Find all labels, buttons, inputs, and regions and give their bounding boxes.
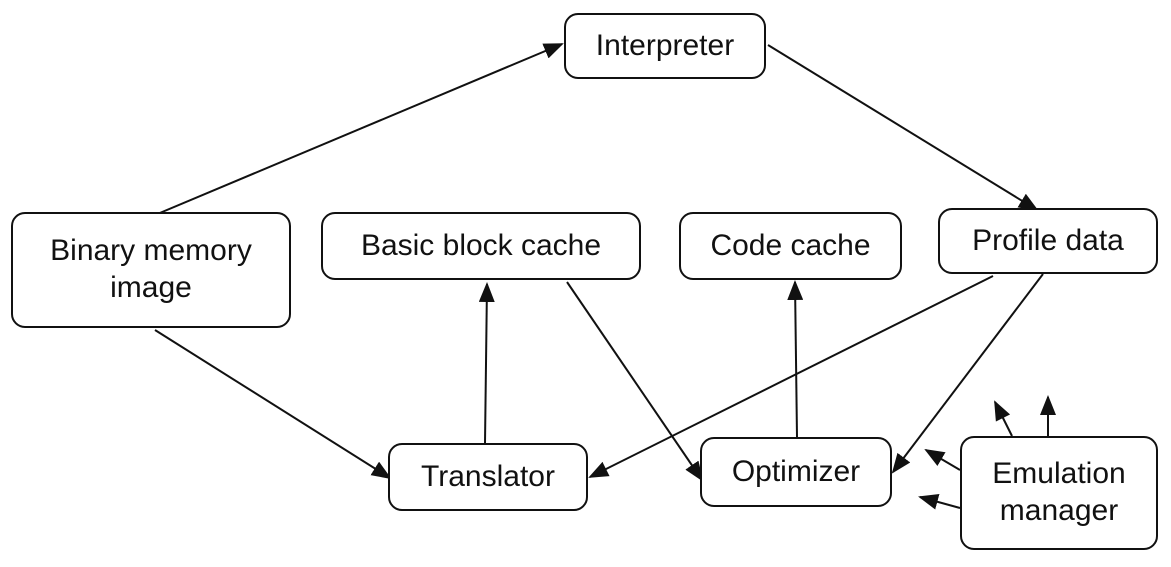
arrow-binary-to-translator [154, 329, 392, 480]
arrow-emulation-out-4 [918, 494, 961, 510]
arrow-optimizer-to-codecache [787, 280, 804, 438]
optimizer-label: Optimizer [731, 454, 861, 488]
interpreter-label: Interpreter [595, 28, 735, 62]
arrow-binary-to-interpreter [154, 43, 564, 216]
basic-block-cache-node: Basic block cache [321, 212, 641, 280]
translator-node: Translator [388, 443, 588, 511]
profile-data-node: Profile data [938, 208, 1158, 274]
profile-data-label: Profile data [972, 223, 1124, 257]
emulation-manager-label: Emulation manager [992, 457, 1126, 527]
binary-memory-image-label: Binary memory image [50, 234, 252, 304]
arrow-bbcache-to-optimizer [566, 281, 704, 482]
interpreter-node: Interpreter [564, 13, 766, 79]
code-cache-node: Code cache [679, 212, 902, 280]
arrow-translator-to-bbcache [478, 282, 495, 444]
basic-block-cache-label: Basic block cache [360, 228, 602, 262]
optimizer-node: Optimizer [700, 437, 892, 507]
arrow-interpreter-to-profile [767, 44, 1039, 212]
arrow-emulation-out-3 [924, 448, 961, 471]
arrow-profile-to-optimizer [891, 273, 1044, 474]
arrow-profile-to-translator [588, 275, 994, 478]
translator-label: Translator [421, 459, 555, 493]
arrow-emulation-out-1 [994, 400, 1013, 437]
code-cache-label: Code cache [710, 228, 871, 262]
binary-memory-image-node: Binary memory image [11, 212, 291, 328]
emulation-manager-node: Emulation manager [960, 436, 1158, 550]
